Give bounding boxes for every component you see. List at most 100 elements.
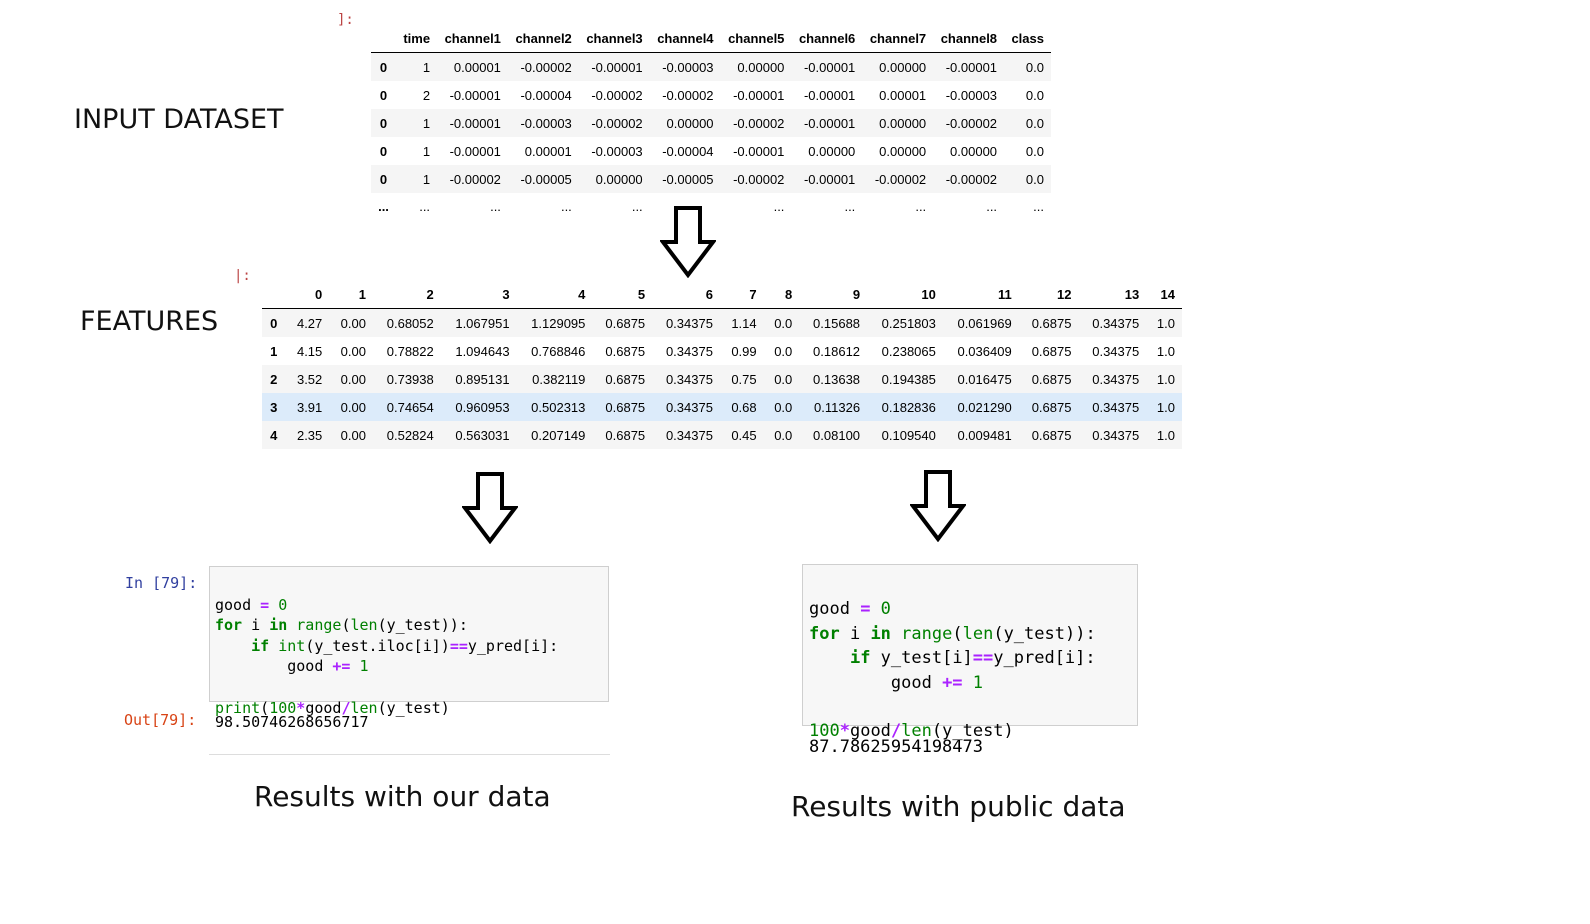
table-cell: 0.34375 xyxy=(665,315,713,331)
table-cell: -0.00002 xyxy=(591,115,643,131)
table-cell: 0.34375 xyxy=(1092,343,1140,359)
table-cell: 0.0 xyxy=(1025,143,1044,159)
row-index: 0 xyxy=(379,87,388,103)
table-cell: 0.238065 xyxy=(881,343,936,359)
table-cell: 0.6875 xyxy=(605,399,646,415)
table-cell: -0.00005 xyxy=(662,171,714,187)
table-cell: 0.08100 xyxy=(813,427,861,443)
table-cell: -0.00005 xyxy=(520,171,572,187)
column-header: 13 xyxy=(1078,280,1147,309)
column-header: channel2 xyxy=(507,24,579,53)
code-line: good += 1 xyxy=(809,672,984,693)
column-header: channel7 xyxy=(862,24,934,53)
table-cell: 0.6875 xyxy=(605,343,646,359)
table-cell: 0.99 xyxy=(731,343,757,359)
column-header: 14 xyxy=(1146,280,1182,309)
table-cell: 0.016475 xyxy=(957,371,1012,387)
table-cell: 0.00000 xyxy=(879,115,927,131)
code-line: good = 0 xyxy=(215,595,288,614)
column-header: 6 xyxy=(652,280,720,309)
table-cell: 0.00001 xyxy=(879,87,927,103)
table-cell: 0.502313 xyxy=(531,399,586,415)
table-cell: 0.895131 xyxy=(455,371,510,387)
table-cell: 0.73938 xyxy=(386,371,434,387)
table-cell: 0.960953 xyxy=(455,399,510,415)
table-cell: 0.00001 xyxy=(453,59,501,75)
table-cell: 0.00000 xyxy=(808,143,856,159)
table-cell: 1 xyxy=(422,115,431,131)
table-cell: 0.52824 xyxy=(386,427,434,443)
row-index: 3 xyxy=(270,399,278,415)
caption-our-data: Results with our data xyxy=(254,780,551,813)
table-cell: -0.00002 xyxy=(945,171,998,187)
column-header: time xyxy=(396,24,438,53)
table-cell: 1.14 xyxy=(731,315,757,331)
table-cell: 0.6875 xyxy=(1031,427,1072,443)
table-cell: 0.6875 xyxy=(1031,399,1072,415)
table-row: .............................. xyxy=(371,193,1051,219)
table-cell: 0.34375 xyxy=(1092,315,1140,331)
table-cell: ... xyxy=(1004,193,1051,219)
code-line: if y_test[i]==y_pred[i]: xyxy=(849,648,1096,669)
table-cell: 1.129095 xyxy=(531,315,586,331)
column-header: 8 xyxy=(763,280,800,309)
table-cell: 0.194385 xyxy=(881,371,936,387)
table-cell: ... xyxy=(720,193,792,219)
table-cell: 0.00000 xyxy=(879,59,927,75)
table-cell: -0.00001 xyxy=(449,87,501,103)
table-cell: 0.00000 xyxy=(879,143,927,159)
column-header: channel5 xyxy=(720,24,792,53)
table-cell: 1.067951 xyxy=(455,315,510,331)
table-cell: 0.182836 xyxy=(881,399,936,415)
table-cell: 0.6875 xyxy=(1031,371,1072,387)
table-cell: 0.207149 xyxy=(531,427,586,443)
table-cell: 3.91 xyxy=(296,399,323,415)
table-cell: 0.0 xyxy=(1025,171,1044,187)
table-cell: 0.0 xyxy=(1025,59,1044,75)
table-cell: 0.34375 xyxy=(665,343,713,359)
table-cell: 0.021290 xyxy=(957,399,1012,415)
code-line: good = 0 xyxy=(809,599,891,620)
table-cell: 0.0 xyxy=(774,315,793,331)
input-dataset-label: INPUT DATASET xyxy=(74,104,284,135)
table-cell: -0.00001 xyxy=(733,87,785,103)
index-header xyxy=(262,280,286,309)
table-cell: 1.0 xyxy=(1156,371,1175,387)
column-header: channel1 xyxy=(437,24,508,53)
column-header: 5 xyxy=(592,280,653,309)
column-header: 1 xyxy=(329,280,373,309)
column-header: 0 xyxy=(285,280,330,309)
table-cell: 0.768846 xyxy=(531,343,586,359)
table-cell: 0.18612 xyxy=(813,343,861,359)
table-cell: -0.00002 xyxy=(520,59,572,75)
column-header: channel3 xyxy=(578,24,650,53)
column-header: 3 xyxy=(440,280,517,309)
table-cell: 0.00000 xyxy=(737,59,785,75)
table-cell: -0.00004 xyxy=(662,143,714,159)
input-cell-prompt: ]: xyxy=(337,12,354,28)
code-line-blank: ​ xyxy=(215,677,608,698)
table-cell: -0.00003 xyxy=(945,87,998,103)
table-cell: 4.27 xyxy=(296,315,323,331)
code-line-blank: ​ xyxy=(809,695,1137,719)
column-header: channel4 xyxy=(649,24,721,53)
table-cell: 0.74654 xyxy=(386,399,434,415)
table-cell: 1 xyxy=(422,143,431,159)
table-cell: ... xyxy=(578,193,650,219)
row-index: 2 xyxy=(270,371,278,387)
table-cell: 1.0 xyxy=(1156,343,1175,359)
table-cell: ... xyxy=(437,193,508,219)
output-value-ours: 98.50746268656717 xyxy=(215,713,369,731)
table-cell: 0.34375 xyxy=(665,399,713,415)
table-cell: 0.15688 xyxy=(813,315,861,331)
row-index: ... xyxy=(371,193,397,219)
table-cell: -0.00001 xyxy=(803,59,856,75)
